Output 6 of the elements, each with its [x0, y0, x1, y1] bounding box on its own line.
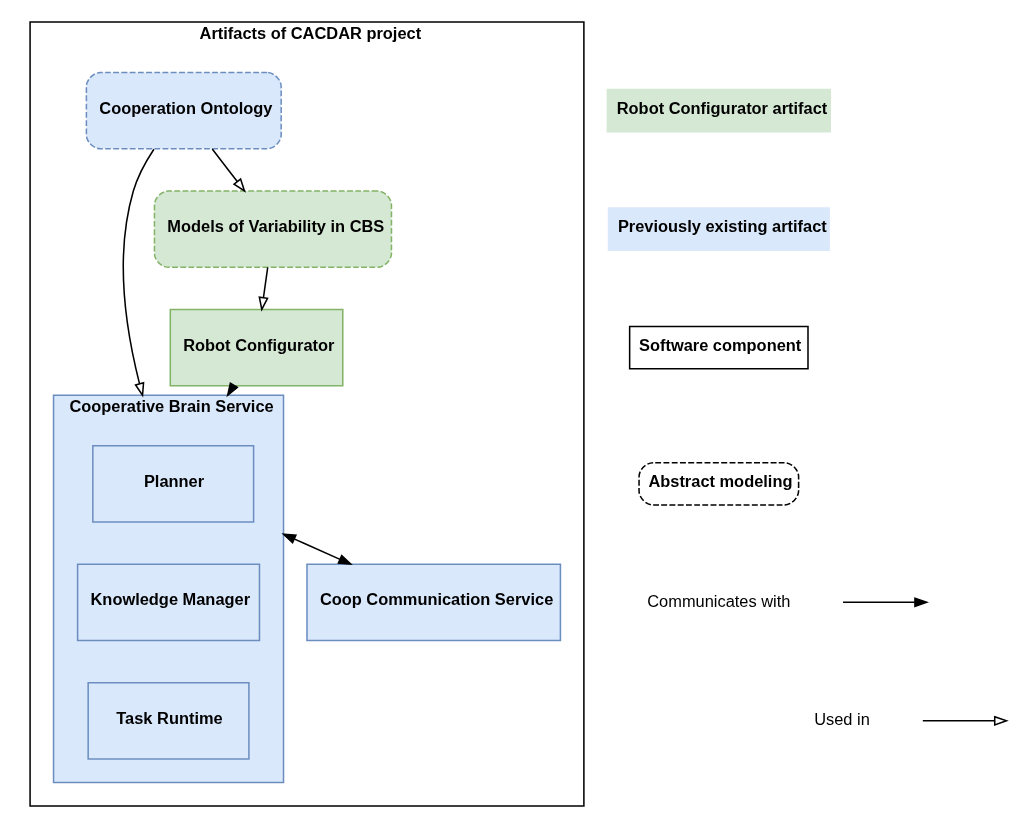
legend-label: Robot Configurator artifact [616, 98, 828, 117]
legend-label: Communicates with [647, 591, 791, 610]
legend-label: Abstract modeling [648, 471, 793, 490]
legend-label: Used in [814, 710, 870, 729]
legend-label: Previously existing artifact [617, 217, 827, 236]
legend-label: Software component [639, 335, 802, 354]
